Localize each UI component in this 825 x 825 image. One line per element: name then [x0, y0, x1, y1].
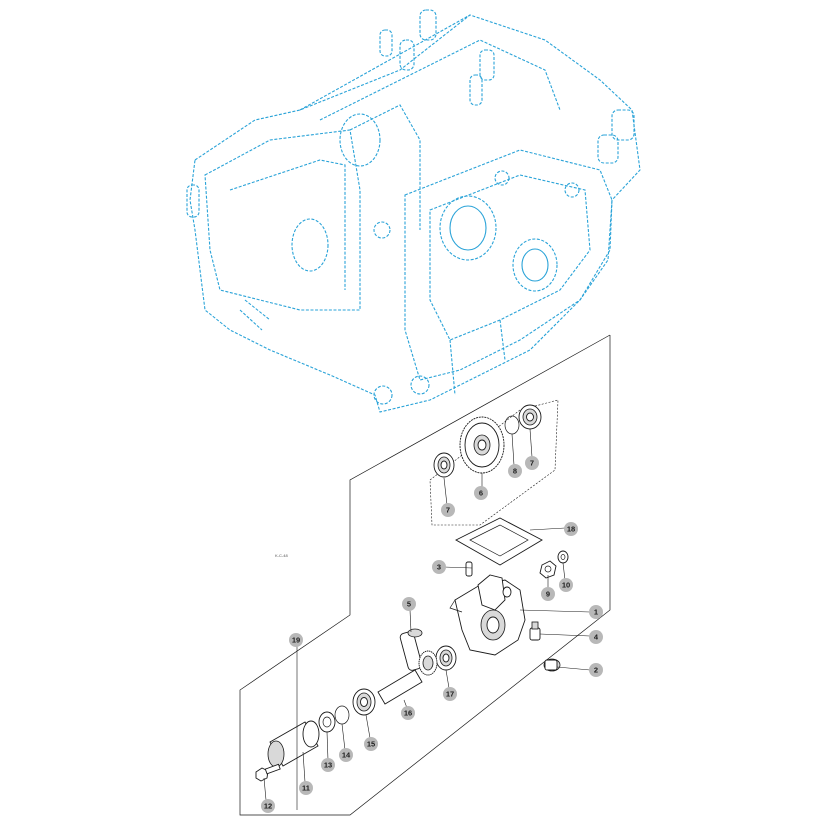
svg-text:17: 17 [446, 690, 454, 699]
svg-text:18: 18 [567, 525, 575, 534]
svg-text:8: 8 [513, 467, 517, 476]
callout-12: 12 [261, 799, 275, 813]
svg-text:15: 15 [367, 740, 375, 749]
sleeve-5 [399, 628, 423, 671]
transmission-housing [186, 9, 641, 413]
callout-14: 14 [339, 748, 353, 762]
svg-text:5: 5 [407, 600, 411, 609]
callout-15: 15 [364, 737, 378, 751]
snap-ring-14 [334, 705, 350, 725]
callout-10: 10 [559, 578, 573, 592]
svg-text:1: 1 [594, 608, 598, 617]
svg-text:13: 13 [324, 761, 332, 770]
bearing-7-left [433, 452, 455, 478]
leader-lines [263, 428, 591, 810]
washer-10 [557, 550, 569, 564]
subassembly-frame [239, 334, 611, 816]
svg-text:4: 4 [594, 633, 599, 642]
cover-11 [267, 720, 320, 768]
svg-text:6: 6 [479, 489, 483, 498]
callout-4: 4 [589, 630, 603, 644]
callout-7-right: 7 [525, 456, 539, 470]
shaft-alignment-outline [429, 399, 559, 526]
plug-2 [543, 658, 561, 672]
svg-text:19: 19 [292, 636, 300, 645]
callouts: 1 2 3 4 5 6 7 7 8 9 10 11 12 13 14 15 16… [261, 456, 603, 813]
bolt-12 [255, 763, 281, 782]
bearing-15 [352, 688, 376, 716]
pin-3 [465, 561, 473, 577]
callout-8: 8 [508, 464, 522, 478]
svg-text:3: 3 [437, 563, 441, 572]
callout-18: 18 [564, 522, 578, 536]
callout-9: 9 [541, 587, 555, 601]
callout-3: 3 [432, 560, 446, 574]
bearing-7-right [518, 404, 542, 430]
callout-11: 11 [299, 781, 313, 795]
callout-6: 6 [474, 486, 488, 500]
shaft-16 [377, 650, 438, 705]
callout-19: 19 [289, 633, 303, 647]
callout-13: 13 [321, 758, 335, 772]
callout-2: 2 [589, 663, 603, 677]
gasket-18 [455, 517, 543, 566]
washer-13 [318, 711, 336, 733]
svg-text:10: 10 [562, 581, 570, 590]
gear-6 [459, 416, 505, 474]
callout-1: 1 [589, 605, 603, 619]
svg-text:11: 11 [302, 784, 310, 793]
bearing-17 [435, 645, 457, 671]
svg-text:16: 16 [404, 709, 412, 718]
bracket-1 [449, 574, 526, 656]
drawing-code: K-C-48 [275, 553, 288, 558]
fitting-4 [529, 621, 541, 641]
snap-ring-8 [504, 415, 520, 435]
svg-text:14: 14 [342, 751, 351, 760]
callout-16: 16 [401, 706, 415, 720]
svg-text:7: 7 [530, 459, 534, 468]
callout-5: 5 [402, 597, 416, 611]
callout-17: 17 [443, 687, 457, 701]
callout-7-left: 7 [441, 503, 455, 517]
svg-text:2: 2 [594, 666, 598, 675]
svg-text:7: 7 [446, 506, 450, 515]
nut-9 [539, 560, 557, 579]
svg-text:12: 12 [264, 802, 272, 811]
svg-text:9: 9 [546, 590, 550, 599]
